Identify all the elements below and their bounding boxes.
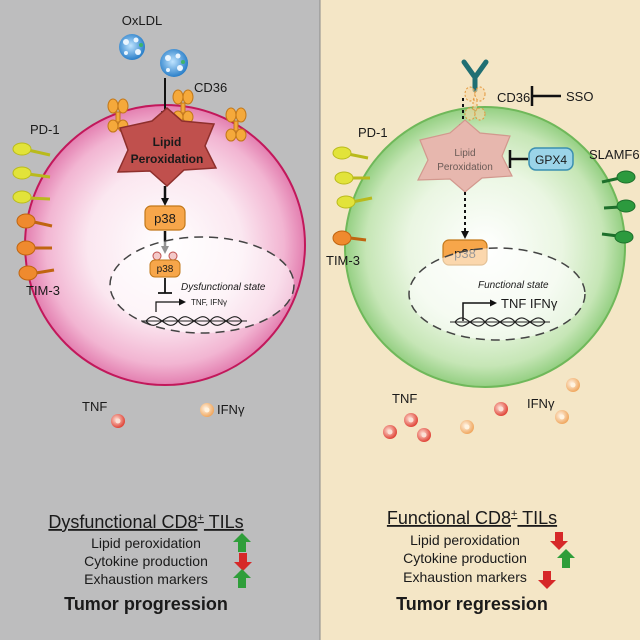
- transcription-arrow: [155, 298, 186, 312]
- antibody-icon: [461, 59, 489, 93]
- dysfunctional-state-label: Dysfunctional state: [181, 282, 266, 293]
- pd1-receptor-icon: [12, 142, 51, 204]
- tim3-receptor-icon: [16, 213, 55, 281]
- gpx4-label: GPX4: [535, 153, 567, 167]
- gpx4-box: [528, 147, 574, 171]
- inhibition-symbol: [158, 278, 172, 294]
- functional-state-label: Functional state: [478, 280, 549, 291]
- pd1-label: PD-1: [30, 122, 60, 137]
- oxldl-icon: [119, 34, 188, 77]
- left-summary-title: Dysfunctional CD8+ TILs: [48, 512, 243, 532]
- tim3-label: TIM-3: [26, 283, 60, 298]
- right-nucleus: [408, 247, 586, 341]
- right-summary-line-3: Exhaustion markers: [403, 569, 527, 585]
- cd36-receptor-icon: [464, 86, 486, 121]
- ifng-label: IFNγ: [527, 396, 555, 411]
- right-summary-title: Functional CD8+ TILs: [387, 508, 557, 528]
- right-outcome: Tumor regression: [396, 594, 548, 614]
- transcription-arrow: [462, 299, 497, 321]
- lipid-peroxidation-label-1: Lipid: [454, 148, 475, 159]
- left-summary-line-2: Cytokine production: [84, 553, 208, 569]
- up-arrow-icon: [233, 533, 251, 552]
- tnf-icon: [383, 402, 508, 442]
- cd36-receptor-icon: [107, 89, 247, 142]
- lipid-peroxidation-label-2: Peroxidation: [131, 152, 204, 166]
- genes-label: TNF IFNγ: [501, 296, 558, 311]
- right-summary-line-2: Cytokine production: [403, 550, 527, 566]
- up-arrow-icon: [557, 549, 575, 568]
- left-summary-line-3: Exhaustion markers: [84, 571, 208, 587]
- slamf6-receptor-icon: [601, 170, 636, 244]
- lipid-peroxidation-shape: [417, 119, 513, 193]
- tim3-receptor-icon: [332, 230, 367, 246]
- tim3-label: TIM-3: [326, 253, 360, 268]
- pd1-label: PD-1: [358, 125, 388, 140]
- ifng-label: IFNγ: [217, 402, 245, 417]
- ifng-icon: [460, 378, 580, 434]
- p38-label: p38: [154, 211, 176, 226]
- p38-small-label: p38: [157, 264, 174, 275]
- sso-label: SSO: [566, 89, 593, 104]
- dna-icon: [450, 317, 550, 327]
- phospho-p38-icon: [149, 251, 181, 278]
- tnf-label: TNF: [82, 399, 107, 414]
- left-summary-line-1: Lipid peroxidation: [91, 535, 201, 551]
- slamf6-label: SLAMF6: [589, 147, 640, 162]
- oxldl-label: OxLDL: [122, 13, 162, 28]
- genes-label: TNF, IFNγ: [191, 298, 227, 307]
- dna-icon: [141, 316, 247, 326]
- lipid-peroxidation-label-2: Peroxidation: [437, 162, 493, 173]
- p38-box: [144, 205, 186, 231]
- down-arrow-icon: [538, 571, 556, 589]
- down-arrow-icon: [550, 532, 568, 550]
- lipid-peroxidation-label-1: Lipid: [153, 135, 182, 149]
- tnf-label: TNF: [392, 391, 417, 406]
- pd1-receptor-icon: [332, 146, 373, 209]
- left-outcome: Tumor progression: [64, 594, 228, 614]
- gpx4-inhibition-symbol: [508, 150, 528, 168]
- cd36-label: CD36: [194, 80, 227, 95]
- right-summary-line-1: Lipid peroxidation: [410, 532, 520, 548]
- down-arrow-icon: [234, 553, 252, 571]
- ifng-icon: [200, 403, 214, 417]
- tnf-icon: [111, 414, 125, 428]
- sso-inhibition-symbol: [530, 86, 561, 106]
- up-arrow-icon: [233, 569, 251, 588]
- cd36-label: CD36: [497, 90, 530, 105]
- lipid-peroxidation-shape: [116, 107, 218, 188]
